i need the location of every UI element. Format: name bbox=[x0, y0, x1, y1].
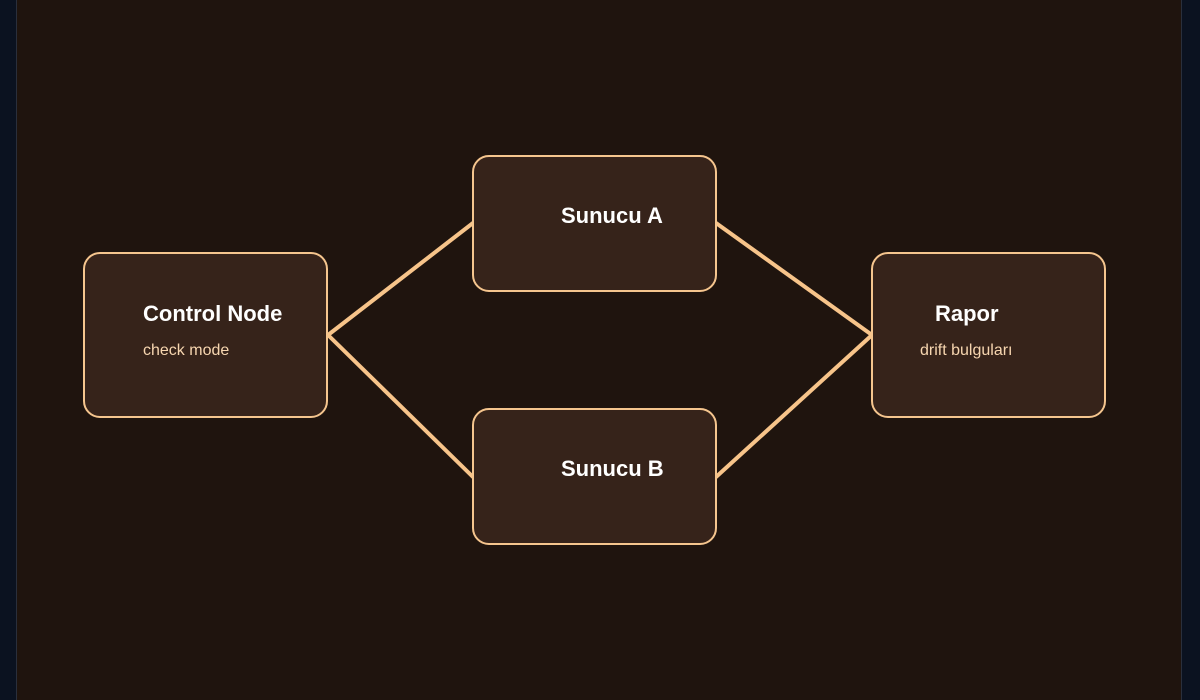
node-server-a-box bbox=[472, 155, 717, 292]
node-control-title: Control Node bbox=[143, 301, 282, 326]
node-server-b: Sunucu B bbox=[472, 408, 717, 545]
node-control: Control Node check mode bbox=[83, 252, 328, 418]
edge-control-to-server-a bbox=[326, 221, 475, 337]
node-report-subtitle: drift bulguları bbox=[920, 342, 1013, 359]
edge-control-to-server-b bbox=[326, 333, 475, 479]
node-server-b-box bbox=[472, 408, 717, 545]
node-report-box bbox=[871, 252, 1106, 418]
node-report-title: Rapor bbox=[935, 301, 999, 326]
edge-server-b-to-report bbox=[714, 333, 874, 479]
node-server-b-title: Sunucu B bbox=[561, 456, 664, 481]
edge-server-a-to-report bbox=[714, 221, 874, 337]
node-server-a: Sunucu A bbox=[472, 155, 717, 292]
node-server-a-title: Sunucu A bbox=[561, 203, 663, 228]
node-control-subtitle: check mode bbox=[143, 342, 229, 359]
node-report: Rapor drift bulguları bbox=[871, 252, 1106, 418]
node-control-box bbox=[83, 252, 328, 418]
